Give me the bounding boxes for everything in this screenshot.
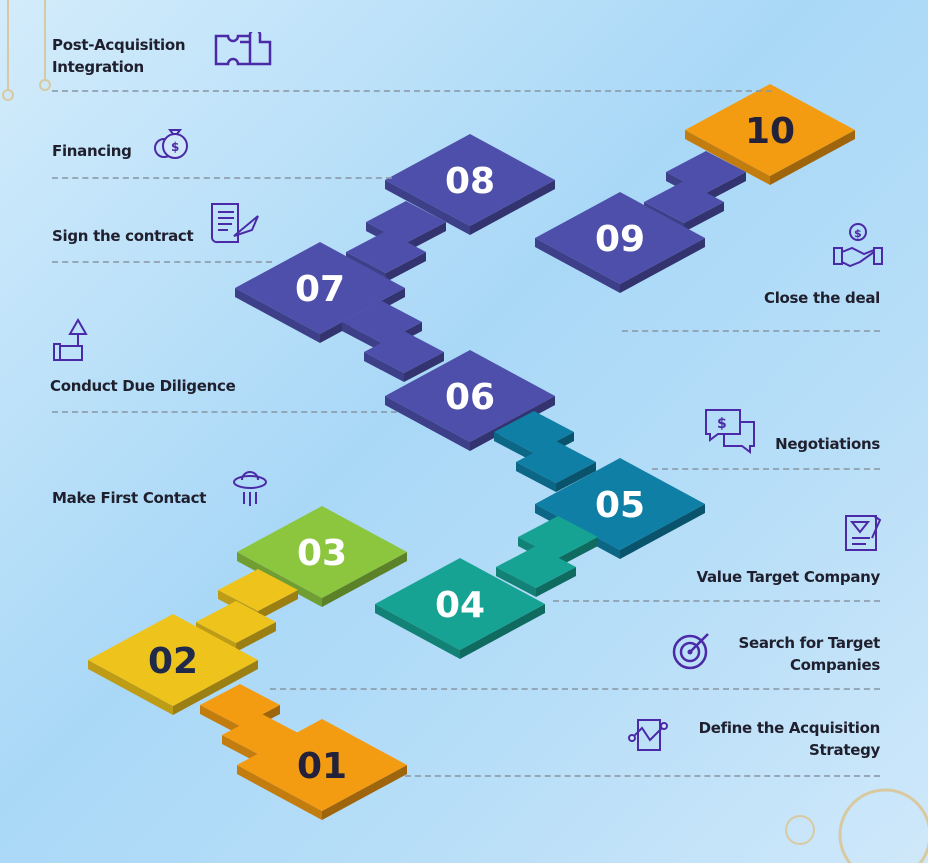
step-tile-02 <box>88 614 258 706</box>
connector-bar-side-right <box>556 462 596 492</box>
connector-bar <box>364 331 444 373</box>
gear-decoration <box>838 788 928 863</box>
divider <box>405 775 880 777</box>
step-tile-08-side-right <box>470 180 555 235</box>
valuation-notebook-icon <box>845 515 882 551</box>
connector-bar-side-right <box>404 352 444 382</box>
hand-warning-icon <box>53 318 88 361</box>
money-bag-icon: $ <box>154 129 188 159</box>
connector-bar-side-left <box>494 432 534 462</box>
connector-bar <box>644 181 724 223</box>
step-tile-05-side-right <box>620 504 705 559</box>
divider <box>270 688 880 690</box>
connector-bar-side-right <box>406 222 446 252</box>
step-tile-07 <box>235 242 405 334</box>
strategy-clipboard-icon <box>628 719 668 751</box>
step-tile-03-side-right <box>322 552 407 607</box>
label-close-deal: Close the deal <box>764 289 880 307</box>
connector-bar <box>218 569 298 611</box>
step-tile-08-side-left <box>385 180 470 235</box>
divider <box>52 411 397 413</box>
label-sign-contract: Sign the contract <box>52 227 194 245</box>
connector-bar-side-left <box>496 567 536 597</box>
connector-bar-side-right <box>706 172 746 202</box>
divider <box>52 261 272 263</box>
divider <box>52 177 392 179</box>
step-tile-10-side-right <box>770 130 855 185</box>
label-financing: Financing <box>52 142 132 160</box>
divider <box>652 468 880 470</box>
connector-bar-side-right <box>386 252 426 282</box>
step-tile-02-side-left <box>88 660 173 715</box>
step-tile-09-side-left <box>535 238 620 293</box>
step-number-04: 04 <box>435 585 485 626</box>
circuit-node <box>39 79 51 91</box>
step-tile-02-side-right <box>173 660 258 715</box>
connector-bar-side-left <box>364 352 404 382</box>
contract-scroll-icon <box>211 203 259 244</box>
connector-bar-side-right <box>258 590 298 620</box>
step-tile-03 <box>237 506 407 598</box>
step-tile-09 <box>535 192 705 284</box>
step-tile-07-side-left <box>235 288 320 343</box>
puzzle-icon <box>214 32 272 66</box>
connector-bar-side-left <box>200 705 240 735</box>
step-tile-06-side-left <box>385 396 470 451</box>
step-tile-08 <box>385 134 555 226</box>
step-tile-01-side-right <box>322 765 407 820</box>
svg-text:$: $ <box>171 140 179 154</box>
step-number-09: 09 <box>595 219 645 260</box>
step-number-06: 06 <box>445 377 495 418</box>
step-tile-04 <box>375 558 545 650</box>
svg-text:$: $ <box>717 416 727 432</box>
gear-decoration <box>785 815 815 845</box>
step-number-07: 07 <box>295 269 345 310</box>
divider <box>52 90 772 92</box>
step-tile-10-side-left <box>685 130 770 185</box>
connector-bar-side-right <box>236 622 276 652</box>
divider <box>553 600 880 602</box>
step-tile-04-side-left <box>375 604 460 659</box>
connector-bar <box>196 601 276 643</box>
label-negotiations: Negotiations <box>775 435 880 453</box>
connector-bar-side-right <box>536 567 576 597</box>
svg-text:$: $ <box>854 227 862 240</box>
step-number-02: 02 <box>148 641 198 682</box>
label-due-diligence: Conduct Due Diligence <box>50 377 236 395</box>
connector-bar-side-right <box>684 202 724 232</box>
chat-dollar-icon: $ <box>705 409 755 454</box>
step-number-10: 10 <box>745 111 795 152</box>
step-tile-03-side-left <box>237 552 322 607</box>
label-value-target: Value Target Company <box>696 568 880 586</box>
connector-bar-side-left <box>516 462 556 492</box>
handshake-dollar-icon: $ <box>833 223 883 268</box>
connector-bar <box>516 441 596 483</box>
target-icon <box>672 633 709 670</box>
connector-bar-side-right <box>558 537 598 567</box>
step-tile-04-side-right <box>460 604 545 659</box>
connector-bar <box>346 231 426 273</box>
step-number-05: 05 <box>595 485 645 526</box>
step-tile-06 <box>385 350 555 442</box>
connector-bar-side-left <box>342 322 382 352</box>
step-tile-01 <box>237 719 407 811</box>
step-tile-09-side-right <box>620 238 705 293</box>
step-number-03: 03 <box>297 533 347 574</box>
divider <box>622 330 880 332</box>
connector-bar <box>496 546 576 588</box>
ufo-icon <box>233 471 267 506</box>
step-tile-10 <box>685 84 855 176</box>
label-first-contact: Make First Contact <box>52 489 207 507</box>
step-number-08: 08 <box>445 161 495 202</box>
circuit-node <box>2 89 14 101</box>
step-number-01: 01 <box>297 746 347 787</box>
step-tile-01-side-left <box>237 765 322 820</box>
